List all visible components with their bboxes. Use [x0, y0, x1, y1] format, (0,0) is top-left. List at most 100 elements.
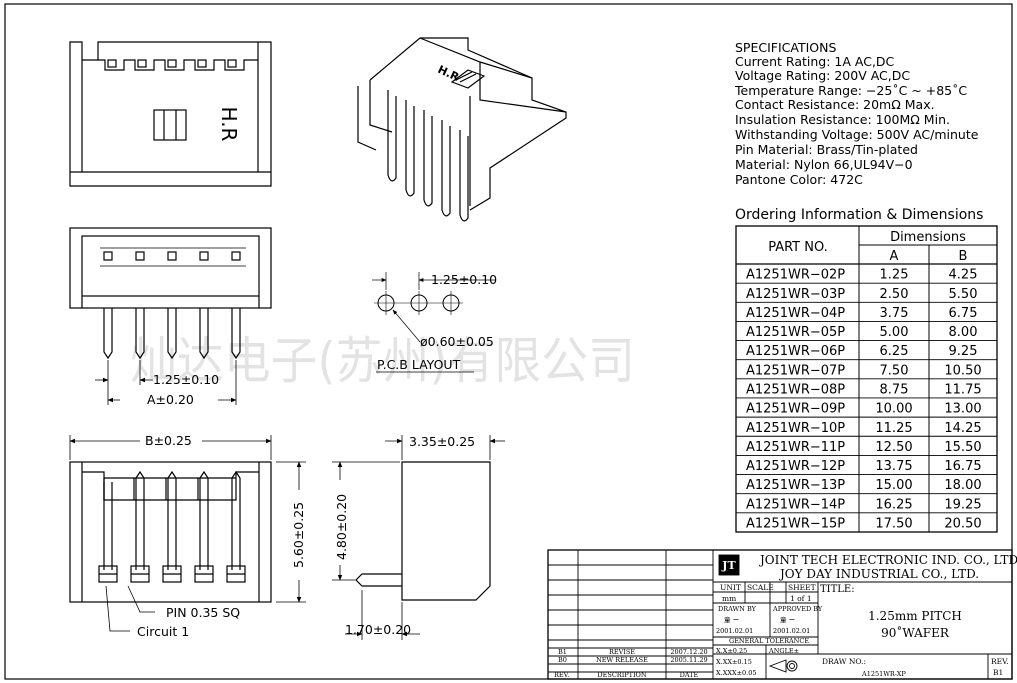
table-cell-b: 20.50: [944, 516, 981, 531]
table-cell-a: 16.25: [875, 497, 912, 512]
draw-no-label: DRAW NO.:: [822, 657, 866, 666]
angle-label: ANGLE±: [768, 647, 799, 655]
rev-value: B1: [993, 668, 1003, 677]
drawn-by-label: DRAWN BY: [718, 605, 757, 613]
spec-line: Voltage Rating: 200V AC,DC: [735, 68, 910, 83]
table-cell-b: 5.50: [949, 287, 978, 302]
spec-line: Pantone Color: 472C: [735, 172, 863, 187]
table-cell-part: A1251WR−05P: [746, 325, 845, 340]
company-line-2: JOY DAY INDUSTRIAL CO., LTD.: [778, 567, 979, 581]
title-block: [547, 549, 1013, 680]
tolerance-2: X.XX±0.15: [716, 658, 752, 666]
table-cell-a: 8.75: [880, 382, 909, 397]
table-header-dimensions: Dimensions: [890, 230, 966, 245]
title-line-1: 1.25mm PITCH: [868, 609, 962, 623]
circuit-label: Circuit 1: [137, 624, 189, 639]
dim-a: A±0.20: [147, 392, 194, 407]
table-cell-b: 4.25: [949, 268, 978, 283]
drawn-date: 2001.02.01: [716, 627, 753, 635]
dim-pitch-front: 1.25±0.10: [153, 372, 219, 387]
rev-label: REV.: [991, 657, 1009, 666]
table-cell-part: A1251WR−08P: [746, 382, 845, 397]
dim-side-width: 3.35±0.25: [409, 434, 475, 449]
table-cell-a: 6.25: [880, 344, 909, 359]
dim-pin-offset: 1.70±0.20: [345, 622, 411, 637]
unit-label: UNIT: [720, 583, 741, 592]
side-view-dimensions: [332, 435, 505, 640]
isometric-brand: H.R: [436, 63, 462, 84]
sheet-border: [4, 3, 1013, 680]
table-cell-b: 18.00: [944, 478, 981, 493]
table-cell-b: 8.00: [949, 325, 978, 340]
side-view: [355, 461, 491, 601]
sheet-value: 1 of 1: [790, 594, 812, 603]
pcb-layout-label: P.C.B LAYOUT: [377, 357, 461, 372]
table-header-part: PART NO.: [768, 240, 828, 255]
ordering-caption: Ordering Information & Dimensions: [735, 207, 983, 223]
front-view-brand: H.R: [217, 107, 241, 142]
spec-line: Pin Material: Brass/Tin-plated: [735, 142, 918, 157]
specifications: SPECIFICATIONS Current Rating: 1A AC,DC …: [734, 40, 979, 187]
table-cell-part: A1251WR−06P: [746, 344, 845, 359]
tolerance-heading: GENERAL TOLERANCE: [729, 637, 809, 645]
title-line-2: 90˚WAFER: [881, 625, 950, 640]
table-cell-part: A1251WR−11P: [746, 440, 845, 455]
table-cell-part: A1251WR−02P: [746, 268, 845, 283]
revision-description: NEW RELEASE: [596, 656, 648, 664]
pcb-layout: [372, 272, 495, 373]
revision-rev: B0: [558, 656, 567, 664]
top-view: [69, 227, 272, 360]
table-cell-part: A1251WR−07P: [746, 363, 845, 378]
table-cell-part: A1251WR−12P: [746, 459, 845, 474]
revision-date: 2005.11.29: [670, 656, 707, 664]
top-view-dimensions: [95, 360, 237, 405]
table-cell-a: 1.25: [880, 268, 909, 283]
table-cell-a: 2.50: [880, 287, 909, 302]
approved-by-name: 童 ー: [780, 615, 795, 624]
table-cell-a: 11.25: [875, 421, 912, 436]
table-cell-b: 11.75: [944, 382, 981, 397]
dim-pcb-hole: ø0.60±0.05: [420, 334, 494, 349]
isometric-view: [357, 37, 567, 222]
dim-b: B±0.25: [145, 433, 192, 448]
table-cell-a: 12.50: [875, 440, 912, 455]
revision-description: REVISE: [609, 648, 635, 656]
table-cell-a: 17.50: [875, 516, 912, 531]
spec-line: Material: Nylon 66,UL94V−0: [735, 157, 913, 172]
desc-col-header: DESCRIPTION: [597, 671, 646, 679]
spec-line: Temperature Range: −25˚C ~ +85˚C: [734, 83, 967, 98]
company-logo: JT: [721, 559, 736, 572]
table-cell-b: 14.25: [944, 421, 981, 436]
scale-label: SCALE: [747, 583, 774, 592]
table-cell-a: 5.00: [880, 325, 909, 340]
table-cell-b: 10.50: [944, 363, 981, 378]
table-cell-b: 6.75: [949, 306, 978, 321]
spec-line: Withstanding Voltage: 500V AC/minute: [735, 127, 979, 142]
table-cell-b: 9.25: [949, 344, 978, 359]
dim-height-total: 5.60±0.25: [291, 502, 306, 568]
rear-view: [69, 461, 272, 603]
title-label: TITLE:: [820, 584, 855, 595]
tolerance-1: X.X±0.25: [716, 647, 747, 655]
dim-height-body: 4.80±0.20: [334, 494, 349, 560]
tolerance-3: X.XXX±0.05: [716, 669, 757, 677]
table-cell-b: 13.00: [944, 402, 981, 417]
revision-rev: B1: [558, 648, 567, 656]
rev-col-header: REV.: [554, 671, 569, 679]
table-cell-part: A1251WR−15P: [746, 516, 845, 531]
table-cell-part: A1251WR−14P: [746, 497, 845, 512]
approved-date: 2001.02.01: [773, 627, 810, 635]
table-cell-part: A1251WR−04P: [746, 306, 845, 321]
table-cell-b: 19.25: [944, 497, 981, 512]
table-cell-part: A1251WR−13P: [746, 478, 845, 493]
table-header-b: B: [959, 249, 968, 264]
table-cell-a: 15.00: [875, 478, 912, 493]
company-line-1: JOINT TECH ELECTRONIC IND. CO., LTD.: [758, 553, 1017, 567]
table-cell-a: 3.75: [880, 306, 909, 321]
table-cell-a: 13.75: [875, 459, 912, 474]
table-cell-b: 16.75: [944, 459, 981, 474]
table-header-a: A: [890, 249, 899, 264]
